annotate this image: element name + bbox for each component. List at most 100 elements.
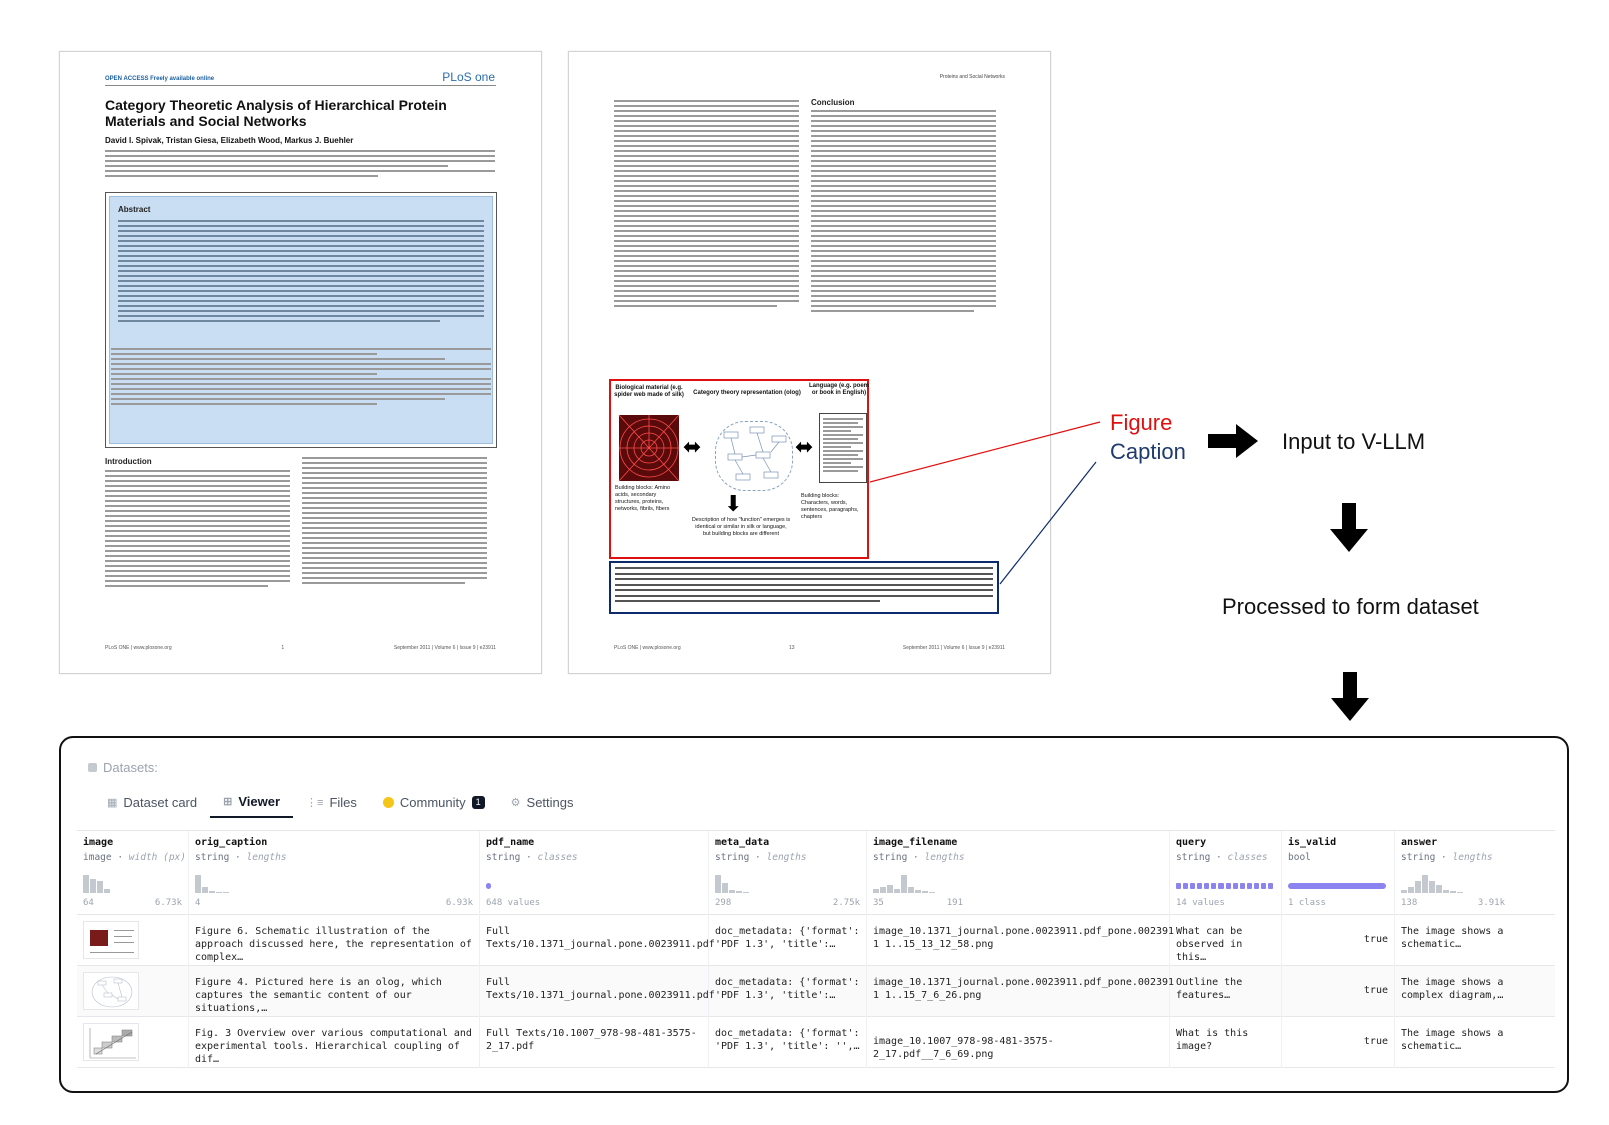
column-name: image bbox=[83, 837, 114, 848]
tab-label: Viewer bbox=[238, 793, 281, 809]
footer-issue: September 2011 | Volume 6 | Issue 9 | e2… bbox=[393, 645, 496, 651]
down-arrow-icon bbox=[1330, 503, 1368, 552]
answer-cell[interactable]: The image shows a complex diagram,… bbox=[1401, 977, 1504, 1001]
table-row[interactable]: Figure 4. Pictured here is an olog, whic… bbox=[77, 966, 1555, 1017]
pdf-name-cell[interactable]: Full Texts/10.1371_journal.pone.0023911.… bbox=[480, 915, 715, 966]
answer-cell[interactable]: The image shows a schematic… bbox=[1401, 926, 1504, 950]
meta-data-cell[interactable]: doc_metadata: {'format': 'PDF 1.3', 'tit… bbox=[709, 1017, 867, 1068]
spider-web-image bbox=[618, 414, 680, 482]
card-icon: ▦ bbox=[107, 796, 118, 809]
abstract-box: Abstract bbox=[105, 192, 497, 448]
down-arrow-icon bbox=[1331, 672, 1369, 721]
is-valid-cell[interactable]: true bbox=[1282, 915, 1395, 966]
open-access-label: OPEN ACCESS Freely available online bbox=[105, 76, 215, 82]
table-row[interactable]: Figure 6. Schematic illustration of the … bbox=[77, 915, 1555, 966]
column-name: pdf_name bbox=[486, 837, 535, 848]
column-range: 648 values bbox=[486, 898, 541, 908]
meta-data-cell[interactable]: doc_metadata: {'format': 'PDF 1.3', 'tit… bbox=[709, 915, 867, 966]
image-filename-cell[interactable]: image_10.1371_journal.pone.0023911.pdf_p… bbox=[867, 966, 1174, 1017]
column-range: 14 values bbox=[1176, 898, 1225, 908]
orig-caption-cell[interactable]: Figure 6. Schematic illustration of the … bbox=[189, 915, 480, 966]
meta-data-cell[interactable]: doc_metadata: {'format': 'PDF 1.3', 'tit… bbox=[709, 966, 867, 1017]
body-column-left bbox=[614, 100, 799, 307]
column-type: string · lengths bbox=[715, 852, 807, 863]
community-icon bbox=[382, 796, 394, 808]
tab-viewer[interactable]: ⊞ Viewer bbox=[210, 786, 294, 818]
footer-page-number: 1 bbox=[281, 645, 285, 651]
is-valid-cell[interactable]: true bbox=[1282, 966, 1395, 1017]
query-cell[interactable]: What is this image? bbox=[1170, 1017, 1282, 1068]
column-type: string · classes bbox=[486, 852, 578, 863]
column-name: orig_caption bbox=[195, 837, 268, 848]
column-header-query[interactable]: query string · classes 14 values bbox=[1170, 831, 1282, 916]
tab-files[interactable]: ⋮≡ Files bbox=[293, 786, 370, 818]
down-arrow-icon: ⬇ bbox=[724, 491, 743, 516]
column-histogram bbox=[83, 871, 110, 893]
column-name: query bbox=[1176, 837, 1207, 848]
column-type: bool bbox=[1288, 852, 1311, 863]
processed-dataset-label: Processed to form dataset bbox=[1222, 594, 1479, 619]
orig-caption-cell[interactable]: Fig. 3 Overview over various computation… bbox=[189, 1017, 480, 1068]
image-filename-cell[interactable]: image_10.1371_journal.pone.0023911.pdf_p… bbox=[867, 915, 1174, 966]
footer-journal: PLoS ONE | www.plosone.org bbox=[105, 645, 172, 651]
column-header-is-valid[interactable]: is_valid bool 1 class bbox=[1282, 831, 1395, 916]
pdf-name-cell[interactable]: Full Texts/10.1007_978-98-481-3575-2_17.… bbox=[480, 1017, 709, 1068]
figure-region: Biological material (e.g. spider web mad… bbox=[609, 379, 869, 559]
tab-settings[interactable]: ⚙ Settings bbox=[498, 786, 587, 818]
page-footer: PLoS ONE | www.plosone.org 13 September … bbox=[614, 645, 1005, 655]
column-type: string · lengths bbox=[1401, 852, 1493, 863]
tab-community[interactable]: Community 1 bbox=[370, 786, 498, 818]
column-histogram bbox=[195, 871, 229, 893]
datasets-label: Datasets: bbox=[103, 760, 158, 775]
bio-material-label: Biological material (e.g. spider web mad… bbox=[614, 385, 684, 398]
orig-caption-cell[interactable]: Figure 4. Pictured here is an olog, whic… bbox=[189, 966, 480, 1017]
query-cell[interactable]: Outline the features… bbox=[1170, 966, 1282, 1017]
olog-diagram bbox=[715, 421, 793, 491]
header-rule bbox=[105, 85, 496, 86]
body-column-right bbox=[811, 110, 996, 312]
image-cell[interactable] bbox=[77, 1017, 189, 1068]
image-cell[interactable] bbox=[77, 915, 189, 966]
column-name: is_valid bbox=[1288, 837, 1337, 848]
column-histogram bbox=[715, 871, 749, 893]
column-type: string · classes bbox=[1176, 852, 1268, 863]
plos-one-logo: PLoS one bbox=[442, 70, 495, 84]
is-valid-cell[interactable]: true bbox=[1282, 1017, 1395, 1068]
column-type: image · width (px) bbox=[83, 852, 186, 863]
column-type: string · lengths bbox=[873, 852, 965, 863]
language-building-blocks: Building blocks: Characters, words, sent… bbox=[801, 493, 859, 520]
tab-dataset-card[interactable]: ▦ Dataset card bbox=[94, 786, 210, 818]
input-to-vllm-label: Input to V-LLM bbox=[1282, 429, 1426, 454]
paper-authors: David I. Spivak, Tristan Giesa, Elizabet… bbox=[105, 136, 354, 145]
table-row[interactable]: Fig. 3 Overview over various computation… bbox=[77, 1017, 1555, 1068]
pdf-name-cell[interactable]: Full Texts/10.1371_journal.pone.0023911.… bbox=[480, 966, 715, 1017]
figure-connector-line bbox=[869, 421, 1101, 483]
thumbnail-figure-6 bbox=[83, 921, 139, 959]
body-column-right bbox=[302, 457, 487, 584]
image-filename-cell[interactable]: image_10.1007_978-98-481-3575-2_17.pdf__… bbox=[867, 1017, 1170, 1068]
answer-cell[interactable]: The image shows a schematic… bbox=[1401, 1028, 1504, 1052]
column-type: string · lengths bbox=[195, 852, 287, 863]
column-header-pdf-name[interactable]: pdf_name string · classes 648 values bbox=[480, 831, 709, 916]
footer-page-number: 13 bbox=[788, 645, 795, 651]
table-icon: ⊞ bbox=[223, 795, 233, 808]
figure-annotation: Figure bbox=[1110, 410, 1173, 435]
class-bar bbox=[1176, 883, 1274, 889]
image-cell[interactable] bbox=[77, 966, 189, 1017]
query-cell[interactable]: What can be observed in this… bbox=[1170, 915, 1282, 966]
tab-label: Community bbox=[399, 794, 466, 810]
files-icon: ⋮≡ bbox=[306, 796, 324, 809]
thumbnail-olog bbox=[83, 972, 139, 1010]
body-column-left bbox=[105, 470, 290, 587]
caption-connector-line bbox=[999, 461, 1097, 585]
column-name: meta_data bbox=[715, 837, 770, 848]
